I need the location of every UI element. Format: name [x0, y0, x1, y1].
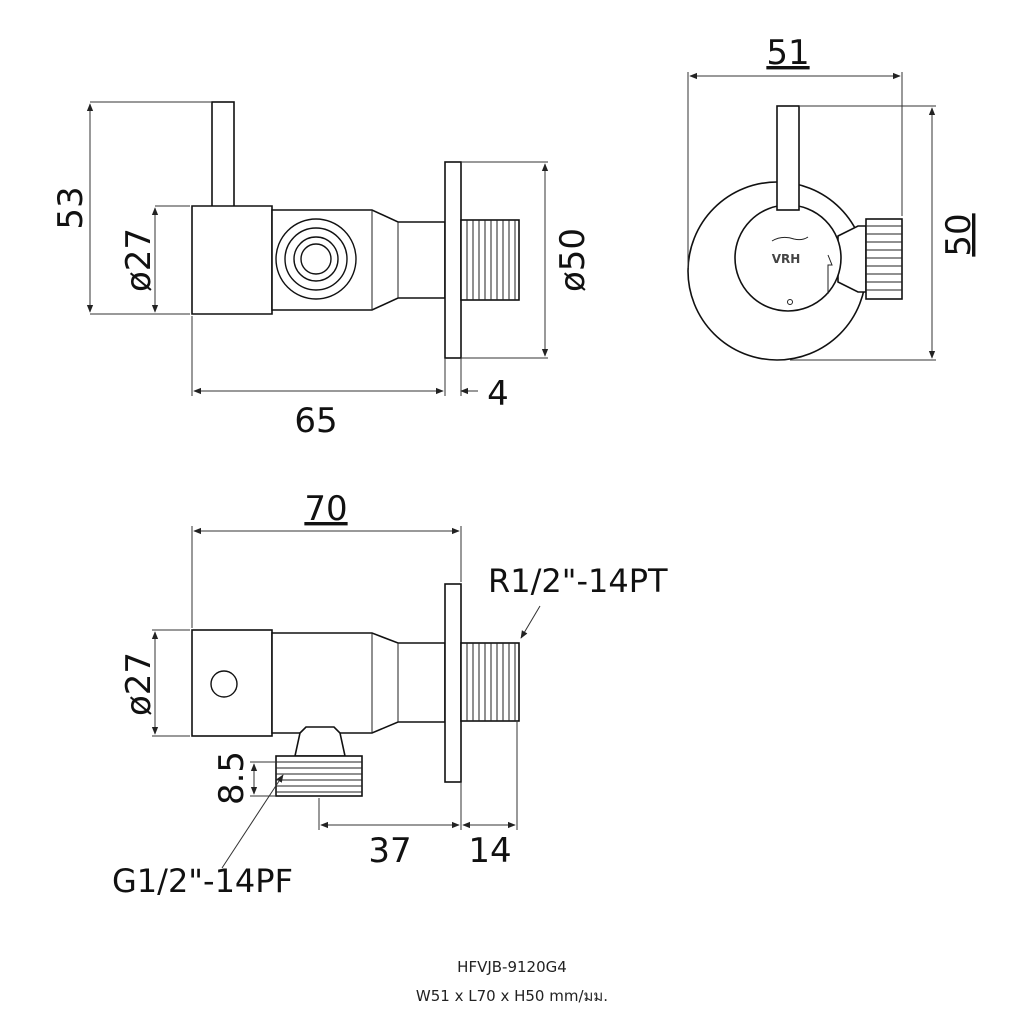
bottom-handle-cap: [191, 629, 273, 737]
dim-front-width: 51: [766, 33, 809, 73]
bottom-flange: [444, 583, 462, 783]
bottom-outlet-thread: [275, 755, 363, 797]
dim-front-height: 50: [939, 213, 979, 256]
dim-side-flange-thk: 4: [487, 374, 509, 414]
side-outlet-port: [275, 218, 357, 300]
bottom-cap-hole: [210, 670, 238, 698]
model-number: HFVJB-9120G4: [457, 958, 567, 976]
logo-wave-icon: [771, 236, 809, 242]
front-outlet-neck: [837, 225, 867, 293]
side-thread: [460, 219, 520, 301]
bottom-body: [271, 632, 446, 734]
dim-side-flange-dia: ø50: [553, 228, 593, 292]
dim-side-length: 65: [294, 401, 337, 441]
dim-bottom-length: 70: [304, 489, 347, 529]
outlet-thread-label: G1/2"-14PF: [112, 862, 293, 900]
front-thread: [865, 218, 903, 300]
side-flange: [444, 161, 462, 359]
arrow-indicator-icon: [827, 254, 833, 294]
bottom-outlet-neck: [294, 726, 346, 757]
dim-thread-length: 14: [468, 831, 511, 871]
dim-bottom-body-dia: ø27: [119, 652, 159, 716]
dim-outlet-offset: 37: [368, 831, 411, 871]
inlet-thread-label: R1/2"-14PT: [488, 562, 668, 600]
brand-logo: VRH: [772, 252, 801, 266]
size-spec: W51 x L70 x H50 mm/มม.: [415, 987, 609, 1005]
dim-side-body-dia: ø27: [119, 228, 159, 292]
dim-outlet-length: 8.5: [212, 751, 252, 805]
side-handle-cap: [191, 205, 273, 315]
side-lever: [211, 101, 235, 209]
bottom-view: 70 ø27 8.5 37 14 R1/2"-14PT G1/2"-14PF: [112, 489, 668, 900]
dim-side-height: 53: [51, 186, 91, 229]
bottom-inlet-thread: [460, 642, 520, 722]
front-lever: [776, 105, 800, 211]
front-view: VRH 51 50: [687, 33, 979, 361]
side-view: 53 ø27 ø50 65 4: [51, 101, 593, 441]
